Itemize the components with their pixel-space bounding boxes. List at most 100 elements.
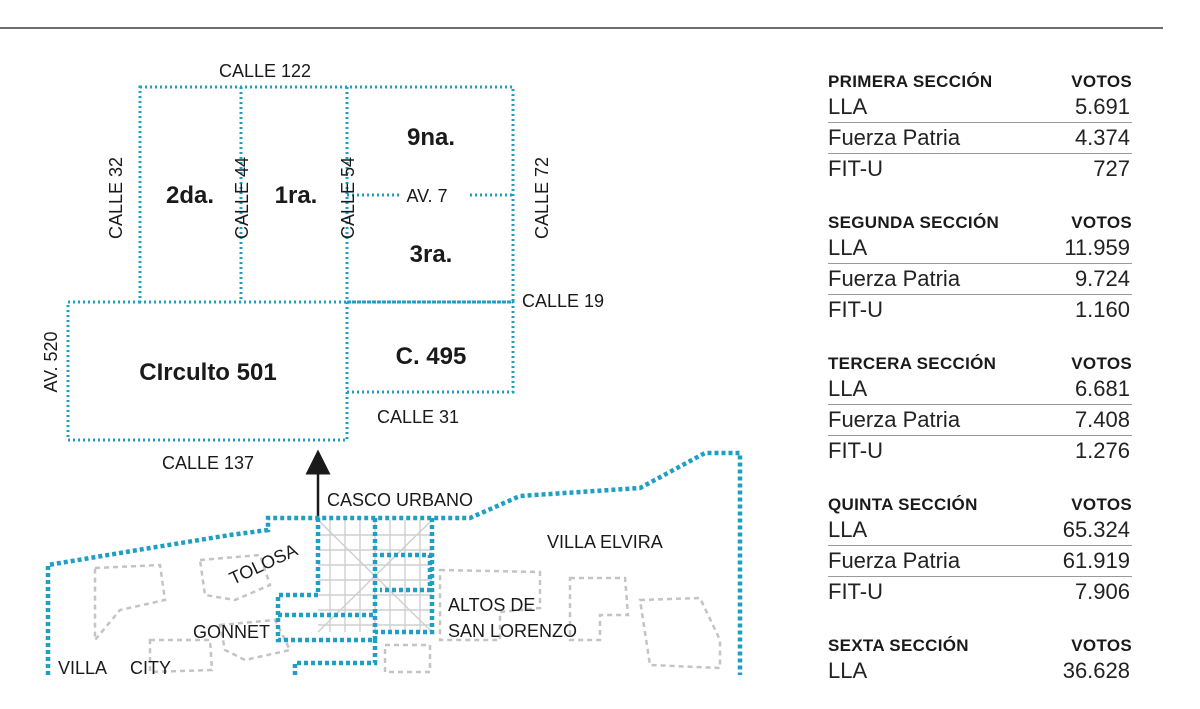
vote-count: 5.691	[1074, 94, 1130, 119]
gray-boundary	[218, 618, 292, 662]
results-table: PRIMERA SECCIÓN VOTOS LLA 5.691 Fuerza Pa…	[828, 66, 1132, 709]
street-label-calle-31: CALLE 31	[377, 407, 459, 427]
street-label-calle-137: CALLE 137	[162, 453, 254, 473]
place-label-tolosa: TOLOSA	[226, 540, 300, 589]
overview-map	[45, 450, 743, 675]
table-row: LLA 65.324	[828, 515, 1132, 546]
section-header: PRIMERA SECCIÓN VOTOS	[828, 66, 1132, 92]
table-row: LLA 36.628	[828, 656, 1132, 686]
party-name: FIT-U	[828, 579, 883, 604]
votes-header: VOTOS	[1071, 213, 1132, 232]
party-name: LLA	[828, 94, 868, 119]
vote-count: 9.724	[1074, 266, 1130, 291]
street-label-av-520: AV. 520	[41, 331, 61, 392]
city-boundary	[45, 450, 743, 675]
vote-count: 11.959	[1064, 235, 1130, 260]
section-header: SEGUNDA SECCIÓN VOTOS	[828, 207, 1132, 233]
results-section-primera: PRIMERA SECCIÓN VOTOS LLA 5.691 Fuerza Pa…	[828, 66, 1132, 184]
results-section-tercera: TERCERA SECCIÓN VOTOS LLA 6.681 Fuerza Pa…	[828, 348, 1132, 466]
vote-count: 7.408	[1074, 407, 1130, 432]
gray-boundary	[638, 596, 722, 670]
street-label-calle-54: CALLE 54	[338, 157, 358, 239]
party-name: Fuerza Patria	[828, 125, 961, 150]
casco-subsection	[380, 552, 433, 593]
party-name: FIT-U	[828, 297, 883, 322]
party-name: Fuerza Patria	[828, 407, 961, 432]
section-label-c495: C. 495	[396, 343, 467, 370]
votes-header: VOTOS	[1071, 72, 1132, 91]
place-label-altos-de: ALTOS DE	[448, 595, 535, 615]
section-label-circuito-501: CIrculto 501	[139, 359, 276, 386]
circuito-501-outline	[66, 300, 349, 442]
section-label-3ra: 3ra.	[410, 241, 453, 268]
place-label-villa: VILLA	[58, 658, 107, 675]
party-name: FIT-U	[828, 438, 883, 463]
party-name: Fuerza Patria	[828, 266, 961, 291]
table-row: LLA 6.681	[828, 374, 1132, 405]
party-name: LLA	[828, 235, 868, 260]
gray-boundary	[93, 563, 167, 644]
c495-outline	[347, 300, 515, 394]
street-label-av-7: AV. 7	[406, 186, 447, 206]
votes-header: VOTOS	[1071, 636, 1132, 655]
gray-boundary	[148, 638, 214, 674]
results-section-sexta: SEXTA SECCIÓN VOTOS LLA 36.628	[828, 630, 1132, 686]
place-label-villa-elvira: VILLA ELVIRA	[547, 532, 663, 552]
votes-header: VOTOS	[1071, 495, 1132, 514]
party-name: FIT-U	[828, 156, 883, 181]
street-label-calle-32: CALLE 32	[106, 157, 126, 239]
table-row: Fuerza Patria 7.408	[828, 405, 1132, 436]
gray-boundary	[383, 643, 432, 674]
section-labels: 2da. 1ra. 9na. 3ra. CIrculto 501 C. 495	[139, 124, 466, 386]
results-section-segunda: SEGUNDA SECCIÓN VOTOS LLA 11.959 Fuerza P…	[828, 207, 1132, 325]
vote-count: 1.160	[1074, 297, 1130, 322]
section-title: QUINTA SECCIÓN	[828, 495, 978, 514]
section-header: TERCERA SECCIÓN VOTOS	[828, 348, 1132, 374]
vote-count: 65.324	[1062, 517, 1130, 542]
party-name: LLA	[828, 658, 868, 683]
vote-count: 61.919	[1062, 548, 1130, 573]
section-label-9na: 9na.	[407, 124, 455, 151]
place-label-gonnet: GONNET	[193, 622, 270, 642]
party-name: LLA	[828, 376, 868, 401]
street-label-calle-44: CALLE 44	[232, 157, 252, 239]
table-row: FIT-U 1.160	[828, 295, 1132, 325]
section-title: SEXTA SECCIÓN	[828, 636, 969, 655]
table-row: Fuerza Patria 61.919	[828, 546, 1132, 577]
vote-count: 1.276	[1074, 438, 1130, 463]
section-header: QUINTA SECCIÓN VOTOS	[828, 489, 1132, 515]
gray-boundary	[438, 568, 542, 642]
place-label-casco-urbano: CASCO URBANO	[327, 490, 473, 510]
section-title: SEGUNDA SECCIÓN	[828, 213, 1000, 232]
section-title: TERCERA SECCIÓN	[828, 354, 997, 373]
table-row: FIT-U 7.906	[828, 577, 1132, 607]
vote-count: 6.681	[1074, 376, 1130, 401]
results-section-quinta: QUINTA SECCIÓN VOTOS LLA 65.324 Fuerza Pa…	[828, 489, 1132, 607]
casco-subsection	[292, 640, 378, 675]
gray-boundary	[568, 576, 630, 642]
casco-urbano-boundary	[275, 518, 435, 643]
vote-count: 36.628	[1062, 658, 1130, 683]
place-label-city: CITY	[130, 658, 171, 675]
section-title: PRIMERA SECCIÓN	[828, 72, 993, 91]
upper-block-outline	[138, 85, 515, 304]
gray-boundary	[198, 553, 272, 602]
votes-header: VOTOS	[1071, 354, 1132, 373]
party-name: LLA	[828, 517, 868, 542]
place-label-san-lorenzo: SAN LORENZO	[448, 621, 577, 641]
table-row: Fuerza Patria 9.724	[828, 264, 1132, 295]
street-label-calle-122: CALLE 122	[219, 61, 311, 81]
section-label-1ra: 1ra.	[275, 182, 318, 209]
vote-count: 4.374	[1074, 125, 1130, 150]
table-row: LLA 5.691	[828, 92, 1132, 123]
top-rule	[0, 27, 1163, 29]
section-label-2da: 2da.	[166, 182, 214, 209]
table-row: LLA 11.959	[828, 233, 1132, 264]
street-label-calle-19: CALLE 19	[522, 291, 604, 311]
table-row: Fuerza Patria 4.374	[828, 123, 1132, 154]
street-label-calle-72: CALLE 72	[532, 157, 552, 239]
party-name: Fuerza Patria	[828, 548, 961, 573]
vote-count: 7.906	[1074, 579, 1130, 604]
section-map: CALLE 122 CALLE 32 CALLE 44 CALLE 54 CAL…	[41, 61, 743, 675]
